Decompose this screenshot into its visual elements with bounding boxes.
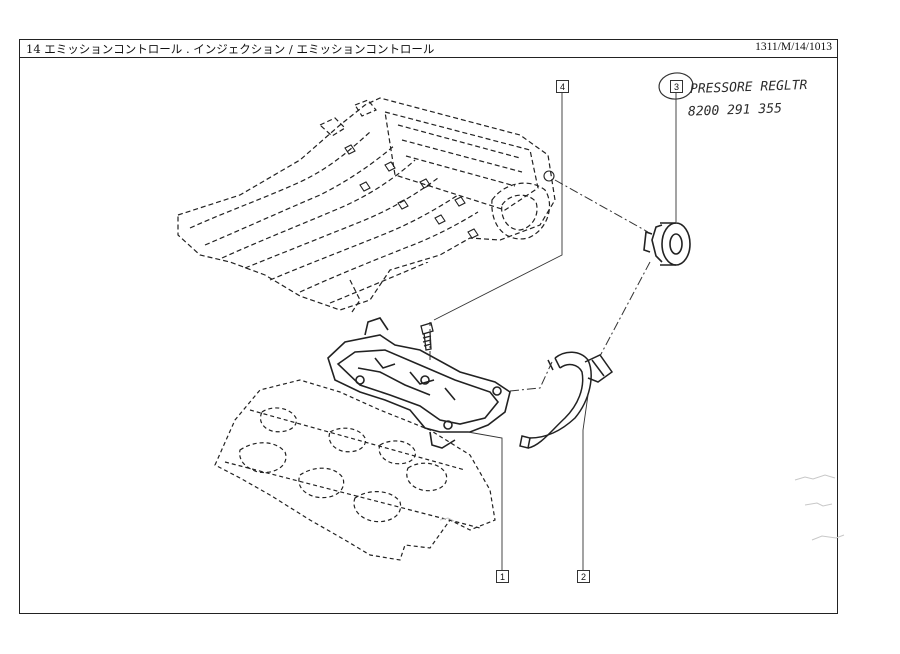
sheet-header: 14 エミッションコントロール . インジェクション / エミッションコントロー… xyxy=(20,40,837,58)
bolt-part-4 xyxy=(420,322,434,351)
pencil-circle-mark xyxy=(658,72,694,100)
assembly-lines xyxy=(429,179,651,392)
baffle-plate-part-1 xyxy=(327,317,511,449)
leader-lines xyxy=(433,92,677,570)
callout-1[interactable]: 1 xyxy=(496,570,509,583)
diagram-reference: 1311/M/14/1013 xyxy=(755,41,832,53)
callout-2[interactable]: 2 xyxy=(577,570,590,583)
faint-pencil-notes xyxy=(439,474,845,541)
parts-sheet: 14 エミッションコントロール . インジェクション / エミッションコントロー… xyxy=(19,39,838,614)
intake-manifold xyxy=(177,97,556,313)
breather-hose-part-2 xyxy=(519,351,614,449)
cylinder-head xyxy=(214,379,496,561)
callout-3[interactable]: 3 xyxy=(670,80,683,93)
pressure-regulator-part-3 xyxy=(643,222,691,266)
section-title: 14 エミッションコントロール . インジェクション / エミッションコントロー… xyxy=(26,42,435,56)
manifold-studs xyxy=(344,144,555,239)
callout-4[interactable]: 4 xyxy=(556,80,569,93)
